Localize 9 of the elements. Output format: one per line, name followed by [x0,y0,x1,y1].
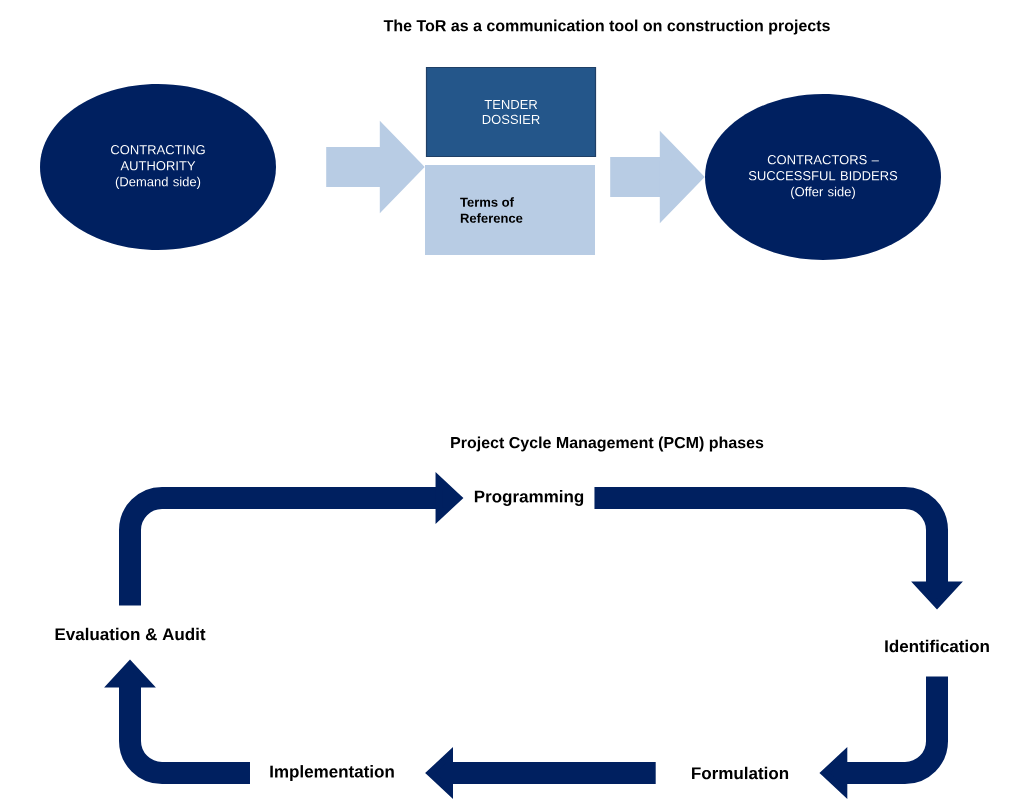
phase-label: Implementation [270,765,394,781]
phase-label: Evaluation & Audit [55,627,206,641]
phase-label: Identification [885,639,989,653]
document-box: TENDER DOSSIER [425,66,597,158]
heading: Project Cycle Management (PCM) phases [451,436,764,452]
phase-label: Formulation [692,766,789,780]
phase-label: Programming [474,490,584,506]
title: The ToR as a communication tool on construction projects [383,19,830,35]
document-box: Terms of Reference [425,165,595,255]
